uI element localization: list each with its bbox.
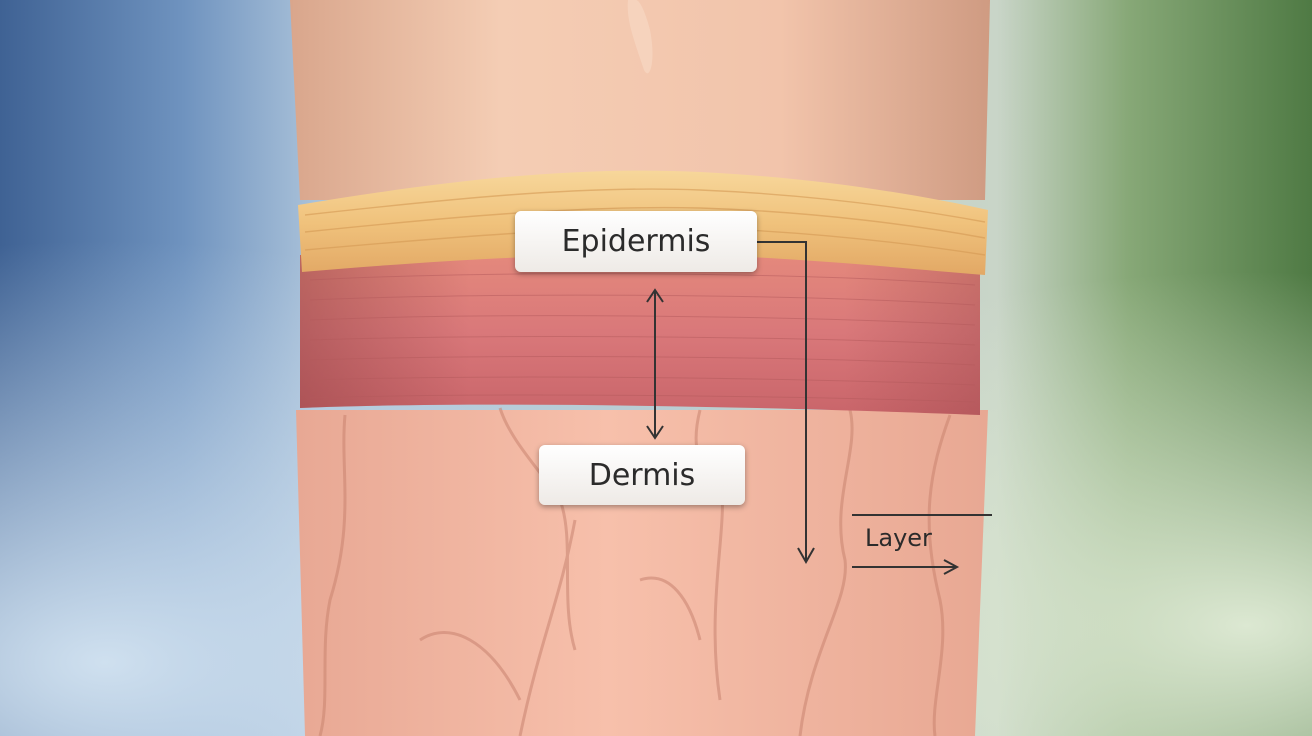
layer-label: Layer — [865, 524, 932, 552]
skin-droplet — [627, 0, 653, 74]
dermis-fibers — [309, 273, 976, 403]
epidermis-label: Epidermis — [515, 211, 757, 272]
lower-skin-surface — [296, 410, 988, 736]
dermis-label: Dermis — [539, 445, 745, 505]
layer-pointer-arrow — [757, 241, 815, 565]
depth-arrow — [646, 288, 664, 440]
epidermis-label-text: Epidermis — [561, 224, 711, 259]
dermis-label-text: Dermis — [588, 457, 696, 493]
upper-skin-surface — [290, 0, 990, 200]
layer-right-arrow — [852, 559, 960, 575]
